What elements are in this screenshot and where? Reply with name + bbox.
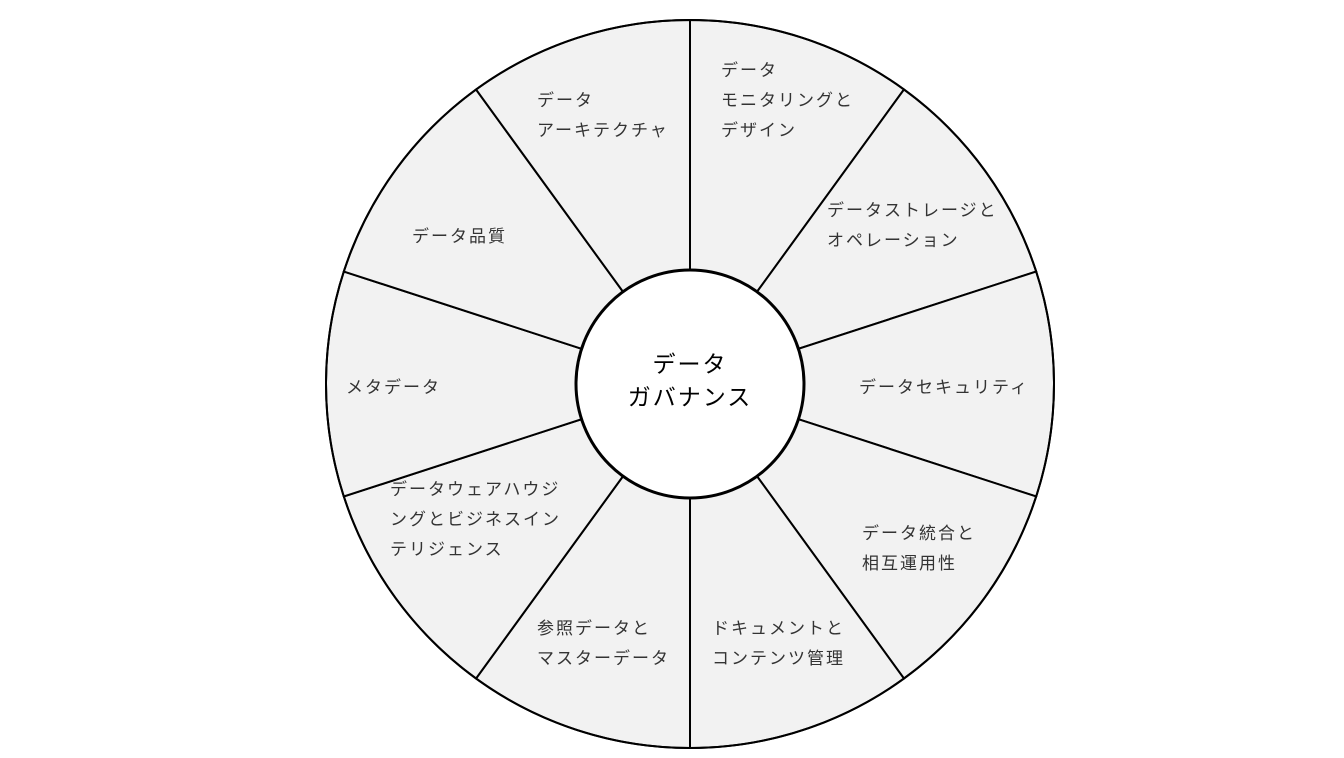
segment-label-line: 参照データと: [537, 618, 651, 639]
segment-label-reference-master-data: 参照データとマスターデータ: [537, 618, 670, 669]
segment-label-line: オペレーション: [827, 231, 960, 251]
segment-label-line: データ: [537, 90, 594, 111]
segment-label-data-warehousing-bi: データウェアハウジングとビジネスインテリジェンス: [390, 479, 561, 560]
labels-layer: データモニタリングとデザインデータストレージとオペレーションデータセキュリティデ…: [346, 60, 1029, 669]
segment-label-line: ングとビジネスイン: [390, 510, 561, 530]
segment-label-line: データ統合と: [862, 523, 976, 544]
segment-label-line: デザイン: [721, 120, 797, 141]
center-circle: [574, 268, 806, 500]
segment-label-data-architecture: データアーキテクチャ: [537, 90, 669, 141]
center-label: データガバナンス: [628, 352, 753, 411]
outer-ring: [325, 19, 1055, 749]
segment-label-line: マスターデータ: [537, 648, 670, 669]
segment-label-data-integration: データ統合と相互運用性: [862, 523, 976, 574]
segment-label-data-security: データセキュリティ: [859, 377, 1029, 398]
segment-label-line: データウェアハウジ: [390, 479, 560, 500]
segments-layer: [325, 18, 1055, 750]
segment-label-data-storage-operations: データストレージとオペレーション: [827, 200, 998, 251]
segment-label-line: データ: [721, 60, 778, 81]
segment-label-line: データ品質: [412, 226, 507, 247]
segment-label-line: データセキュリティ: [859, 377, 1029, 398]
segment-label-data-quality: データ品質: [412, 226, 507, 247]
segment-label-line: アーキテクチャ: [537, 121, 669, 141]
segment-label-line: ドキュメントと: [712, 619, 845, 639]
segment-label-line: メタデータ: [346, 377, 441, 398]
segment-label-line: データストレージと: [827, 200, 998, 221]
center-label-line: データ: [653, 352, 728, 378]
segment-label-data-monitoring-design: データモニタリングとデザイン: [721, 60, 854, 141]
segment-label-line: テリジェンス: [390, 540, 504, 560]
segment-label-line: モニタリングと: [721, 91, 854, 111]
segment-label-line: コンテンツ管理: [712, 649, 845, 669]
segment-label-line: 相互運用性: [862, 554, 957, 574]
segment-label-metadata: メタデータ: [346, 377, 441, 398]
segment-label-document-content-management: ドキュメントとコンテンツ管理: [712, 619, 845, 669]
center-label-line: ガバナンス: [628, 385, 753, 411]
